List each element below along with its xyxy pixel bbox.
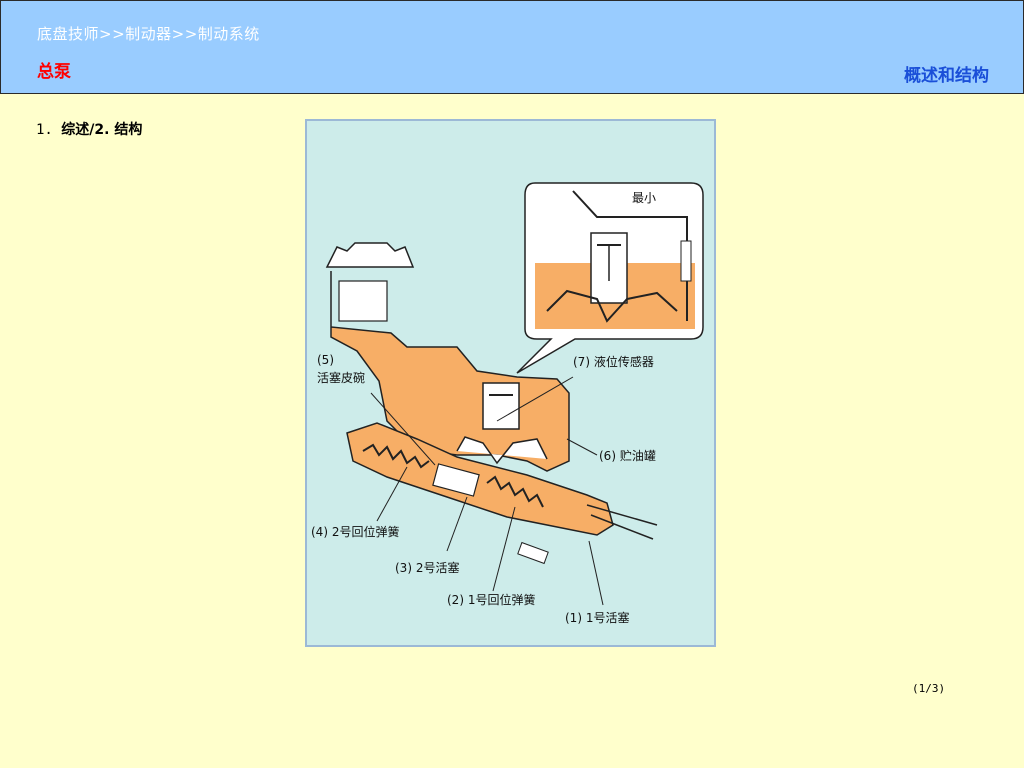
master-cylinder-diagram: 最小 (5) 活塞皮碗 (7) 液位传感器 (6) 贮油罐 (4) 2号回位弹簧… <box>305 119 716 647</box>
return-spring-1-label: (2) 1号回位弹簧 <box>447 593 536 607</box>
breadcrumb[interactable]: 底盘技师>>制动器>>制动系统 <box>37 25 260 43</box>
min-level-label: 最小 <box>632 191 657 205</box>
level-sensor-label: (7) 液位传感器 <box>573 355 654 369</box>
piston-1-label: (1) 1号活塞 <box>565 611 630 625</box>
return-spring-2-label: (4) 2号回位弹簧 <box>311 525 400 539</box>
page-number: (1/3) <box>912 682 946 695</box>
min-level-inset <box>516 182 704 374</box>
content-heading: 1. 综述/2. 结构 <box>36 119 142 139</box>
reservoir-cap <box>325 242 415 268</box>
cylinder-body <box>346 422 658 565</box>
leader-lines <box>370 376 604 606</box>
reservoir-label: (6) 贮油罐 <box>599 449 656 463</box>
heading-text: 综述/2. 结构 <box>61 122 143 138</box>
master-cylinder-illustration <box>325 182 704 606</box>
page-title: 总泵 <box>37 62 71 82</box>
piston-cup-number: (5) <box>317 353 334 367</box>
heading-number: 1. <box>36 122 62 138</box>
piston-2-label: (3) 2号活塞 <box>395 561 460 575</box>
header-bar: 底盘技师>>制动器>>制动系统 总泵 概述和结构 <box>0 0 1024 94</box>
section-title: 概述和结构 <box>904 66 989 86</box>
piston-cup-label: 活塞皮碗 <box>317 371 366 385</box>
reservoir-body <box>330 271 570 472</box>
